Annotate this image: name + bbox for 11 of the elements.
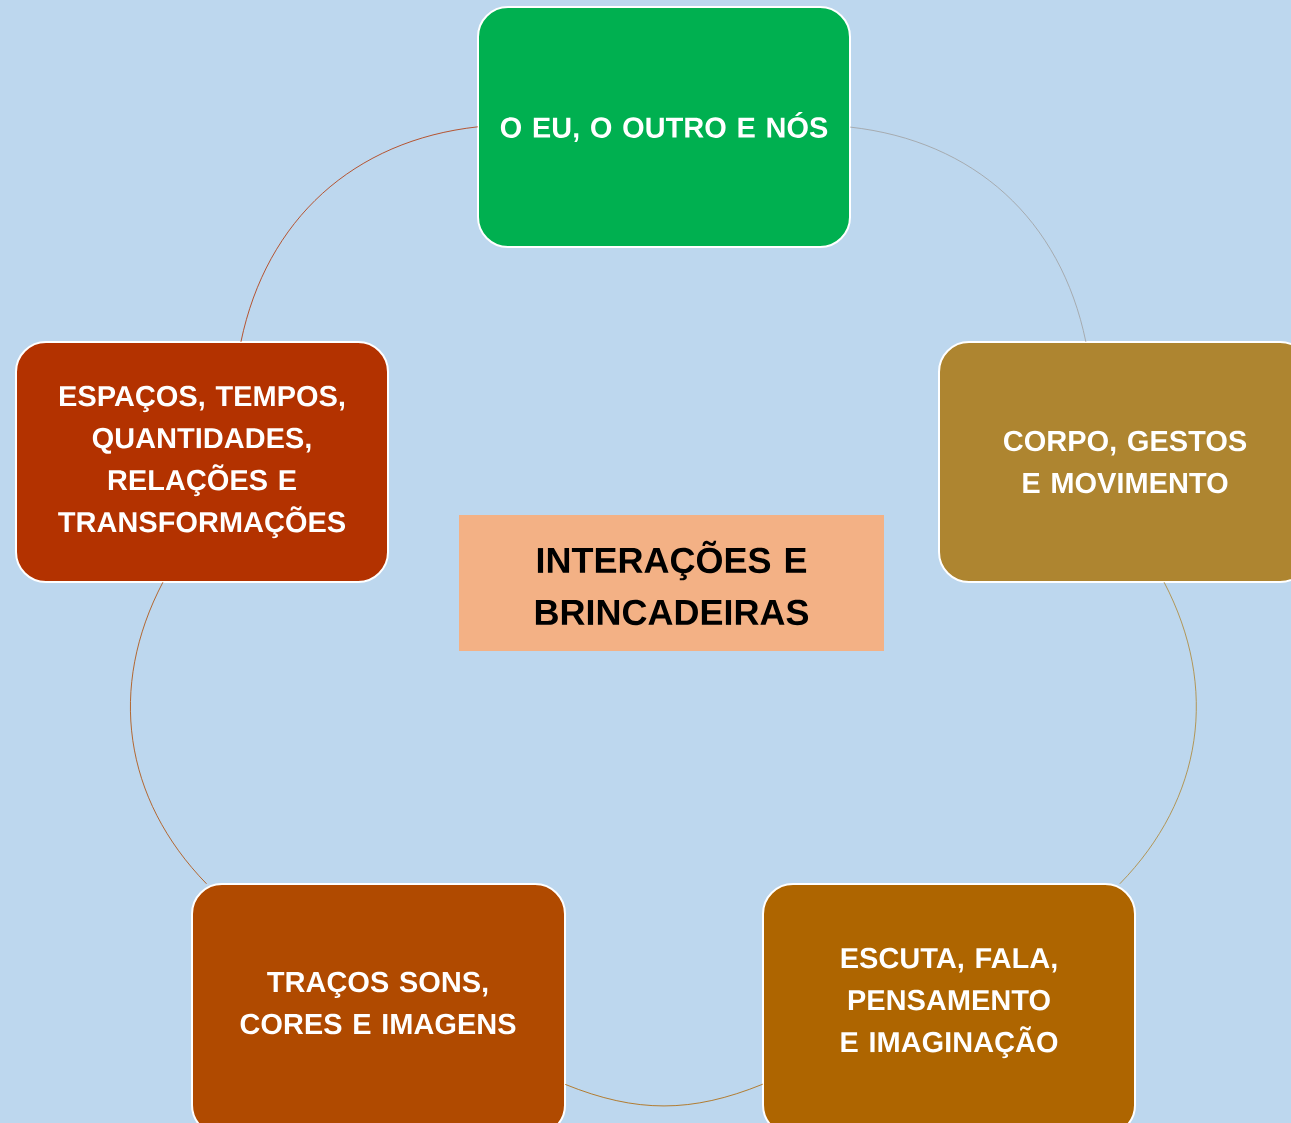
connector-arc xyxy=(1119,581,1197,885)
topic-box: CORPO, GESTOS E MOVIMENTO xyxy=(938,341,1291,583)
connector-arc xyxy=(564,1083,764,1107)
center-box: INTERAÇÕES E BRINCADEIRAS xyxy=(459,515,884,651)
topic-box: O EU, O OUTRO E NÓS xyxy=(477,6,851,248)
topic-box: TRAÇOS SONS, CORES E IMAGENS xyxy=(191,883,566,1123)
connector-arc xyxy=(240,126,479,343)
connector-arc xyxy=(849,126,1087,343)
connector-arc xyxy=(130,581,207,885)
topic-box: ESCUTA, FALA, PENSAMENTO E IMAGINAÇÃO xyxy=(762,883,1136,1123)
topic-box: ESPAÇOS, TEMPOS, QUANTIDADES, RELAÇÕES E TRANSFORMAÇÕES xyxy=(15,341,389,583)
